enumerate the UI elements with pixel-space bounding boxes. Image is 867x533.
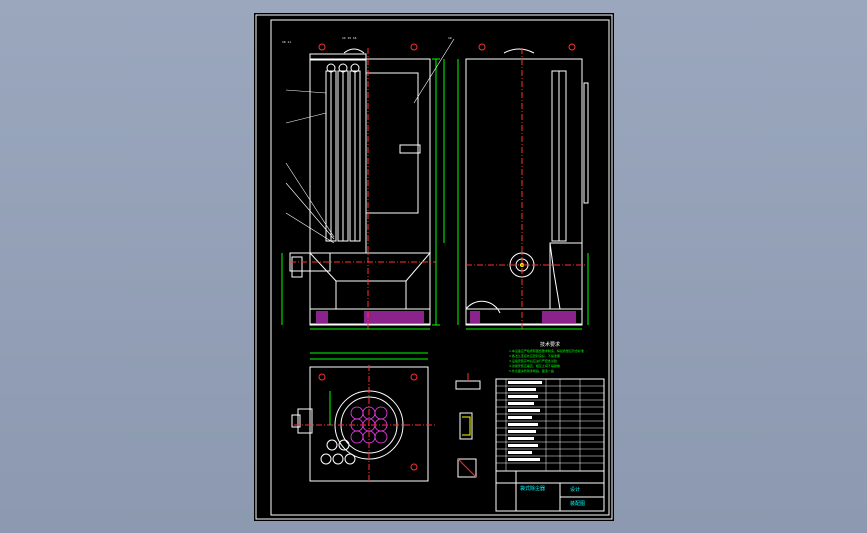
lifting-lug-icon	[478, 43, 486, 51]
title-block-frame	[495, 470, 605, 512]
cad-drawing: 10 11 14 15 16 19	[255, 14, 613, 520]
detail-views	[455, 373, 481, 478]
note-line: 5.外表面涂防锈漆两遍，面漆一遍	[509, 369, 554, 373]
note-line: 1.本设备应严格按照图纸要求制造，焊接质量应符合标准	[509, 349, 584, 353]
drawing-sheet: 10 11 14 15 16 19	[254, 13, 614, 521]
title-block-drawing-no: 装配图	[570, 501, 586, 507]
front-body	[309, 58, 431, 325]
notes-heading: 技术要求	[540, 342, 561, 348]
lifting-lug-icon	[318, 43, 326, 51]
inner-border	[270, 19, 610, 516]
lifting-lug-icon	[410, 43, 418, 51]
parts-list	[495, 378, 605, 472]
notes-block: 1.本设备应严格按照图纸要求制造，焊接质量应符合标准 2.各法兰连接处应密封良好…	[509, 349, 609, 374]
front-view: 10 11 14 15 16 19	[281, 36, 455, 330]
front-top-cover	[309, 53, 367, 61]
outer-border	[255, 14, 613, 520]
side-body	[465, 58, 583, 325]
plan-view	[291, 352, 436, 483]
front-hopper	[308, 252, 432, 282]
svg-text:14 15 16: 14 15 16	[342, 36, 357, 40]
front-base	[309, 308, 431, 326]
note-line: 2.各法兰连接处应密封良好，不得泄漏	[509, 354, 560, 358]
lifting-lug-icon	[568, 43, 576, 51]
title-block-designer: 设计	[570, 487, 581, 493]
svg-text:19: 19	[448, 36, 452, 40]
title-block-name: 袋式除尘器	[520, 486, 546, 492]
note-line: 4.滤袋安装应垂直，相互之间不得碰撞	[509, 364, 560, 368]
filter-bags	[325, 70, 361, 242]
svg-text:10 11: 10 11	[282, 40, 291, 44]
note-line: 3.设备安装完毕后应进行严密性试验	[509, 359, 557, 363]
side-view	[457, 43, 589, 330]
